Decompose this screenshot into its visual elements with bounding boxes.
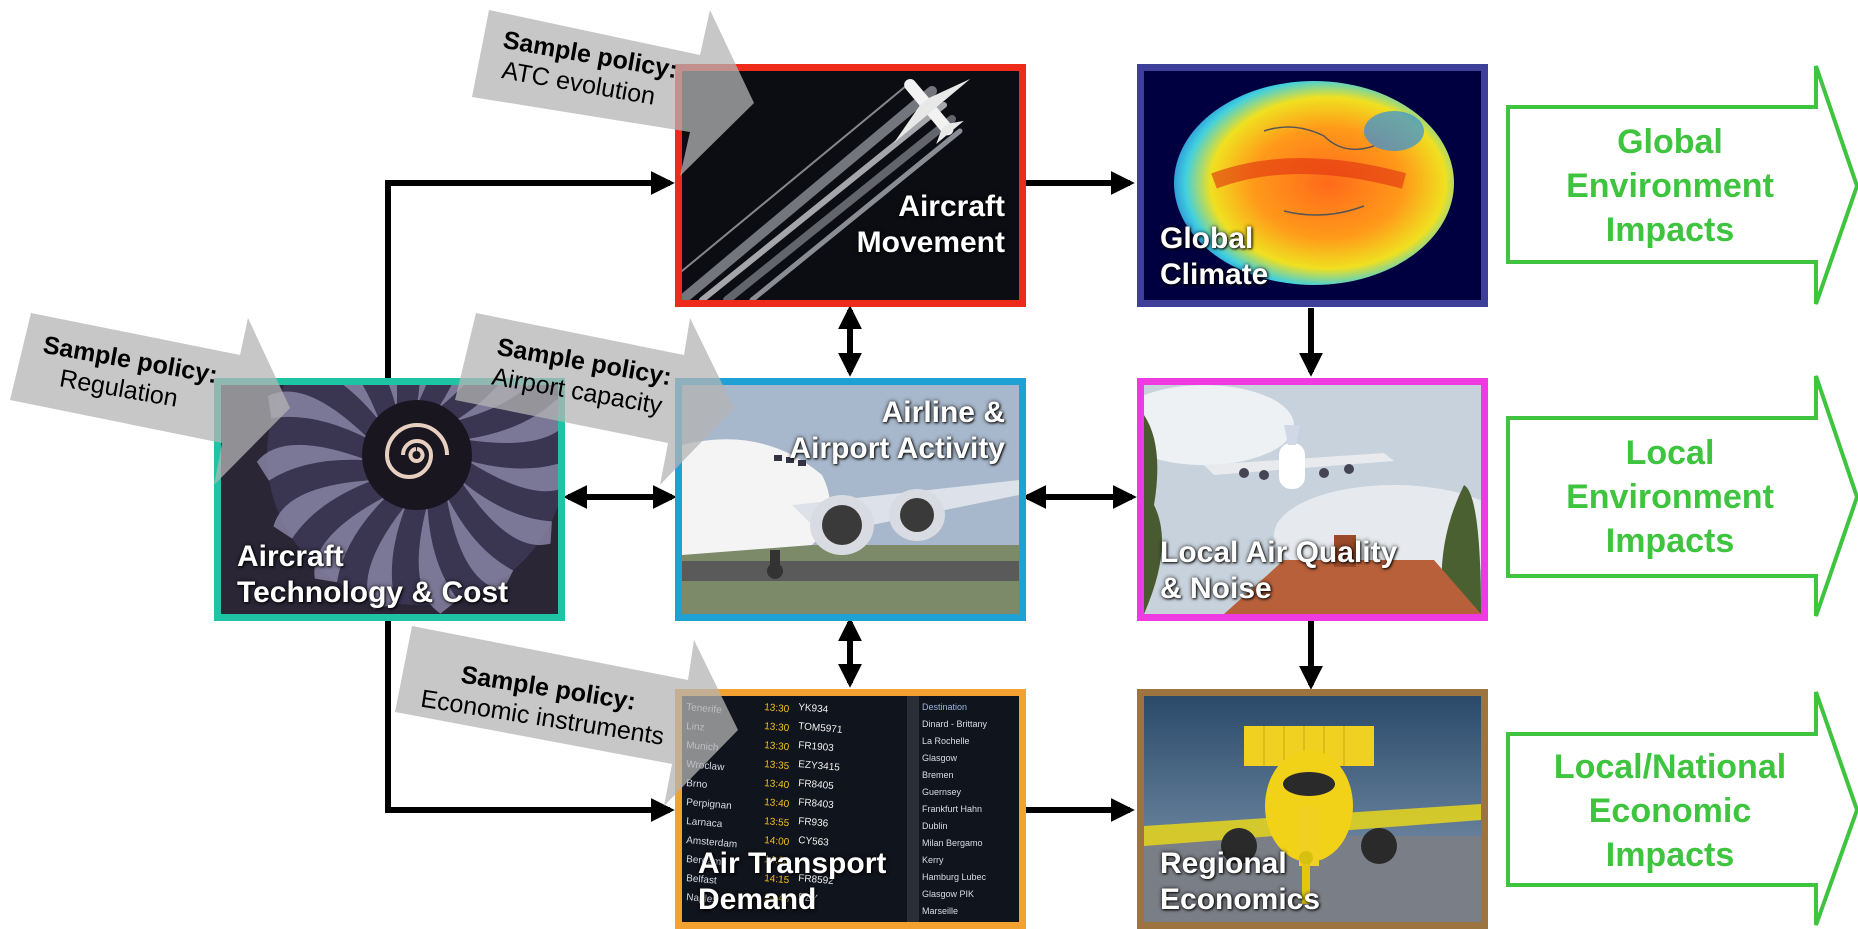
box-airline-airport: Airline & Airport Activity	[675, 378, 1026, 621]
label-air-transport-demand: Air Transport Demand	[698, 847, 887, 916]
arrow-tech-to-demand	[385, 618, 675, 822]
a380-image	[682, 385, 1019, 614]
board-cell: 14:15	[764, 873, 790, 886]
box-aircraft-technology: Aircraft Technology & Cost	[214, 378, 565, 621]
label-regional-economics: Regional Economics	[1160, 847, 1321, 916]
board-cell: 13:55	[764, 816, 790, 829]
board-cell: Naples	[686, 892, 718, 906]
fan-image	[221, 385, 558, 614]
label-aircraft-technology: Aircraft Technology & Cost	[237, 540, 509, 609]
label-local-air-quality: Local Air Quality & Noise	[1160, 536, 1398, 605]
board-cell: La Rochelle	[922, 736, 970, 746]
board-cell: Perpignan	[686, 797, 732, 812]
impact-economic-text: Local/National Economic Impacts	[1553, 748, 1787, 874]
policy-arrow-atc	[472, 10, 754, 176]
arrow-tech-to-movement	[385, 171, 675, 378]
board-cell: Destination	[922, 702, 967, 712]
board-cell: 13:40	[764, 778, 790, 791]
board-cell: Hamburg Lubec	[922, 872, 987, 882]
board-cell: Kerry	[922, 855, 944, 865]
departures-board-image: Tenerife13:30YK934Linz13:30TOM5971Munich…	[682, 696, 1019, 922]
board-cell: Dinard - Brittany	[922, 719, 988, 729]
board-cell: Bergamo	[686, 854, 728, 869]
globe-image	[1144, 71, 1481, 300]
impact-global-text: Global Environment Impacts	[1566, 123, 1774, 249]
board-cell: 13:35	[764, 759, 790, 772]
board-cell: Bremen	[922, 770, 954, 780]
box-air-transport-demand: Tenerife13:30YK934Linz13:30TOM5971Munich…	[675, 689, 1026, 929]
impact-arrow-global	[1506, 65, 1858, 305]
impact-local-text: Local Environment Impacts	[1566, 434, 1774, 560]
board-cell: FR8592	[798, 873, 835, 887]
impact-arrow-economic	[1506, 691, 1858, 926]
plane-icon	[893, 78, 971, 145]
board-cell: Glasgow PIK	[922, 889, 974, 899]
label-airline-airport: Airline & Airport Activity	[789, 396, 1005, 465]
label-global-climate: Global Climate	[1160, 222, 1269, 291]
label-aircraft-movement: Aircraft Movement	[856, 190, 1005, 259]
board-cell: Brno	[686, 778, 708, 791]
board-cell: Larnaca	[686, 816, 723, 830]
policy-arrow-economic	[395, 626, 738, 806]
board-cell: Milan Bergamo	[922, 838, 983, 848]
cargo-plane-image	[1144, 696, 1481, 922]
plane-icon	[1204, 425, 1394, 489]
board-cell: EZY	[798, 892, 819, 905]
board-cell: 13:40	[764, 797, 790, 810]
board-cell: 13:30	[764, 740, 790, 753]
box-global-climate: Global Climate	[1137, 64, 1488, 307]
box-regional-economics: Regional Economics	[1137, 689, 1488, 929]
board-cell: 14:10	[764, 854, 790, 867]
board-cell: TOM5971	[798, 721, 844, 736]
landing-747-image	[1144, 385, 1481, 614]
board-cell: FR1903	[798, 740, 835, 754]
board-cell: 13:30	[764, 702, 790, 715]
board-cell: Dublin	[922, 821, 948, 831]
board-cell: EZY3415	[798, 759, 841, 774]
impact-arrow-local	[1506, 375, 1858, 617]
board-cell: 14:45	[764, 892, 790, 905]
board-cell: Guernsey	[922, 787, 962, 797]
box-local-air-quality: Local Air Quality & Noise	[1137, 378, 1488, 621]
board-cell: Frankfurt Hahn	[922, 804, 982, 814]
policy-arrow-airport	[455, 313, 734, 485]
board-cell: YK934	[798, 702, 829, 716]
board-cell: FR936	[798, 816, 829, 830]
board-cell: Belfast	[686, 873, 718, 887]
box-aircraft-movement: Aircraft Movement	[675, 64, 1026, 307]
board-cell: FR8405	[798, 778, 835, 792]
board-cell: Glasgow	[922, 753, 958, 763]
board-cell: Amsterdam	[686, 835, 738, 850]
board-cell: FR8403	[798, 797, 835, 811]
board-cell: 13:30	[764, 721, 790, 734]
board-cell: 14:00	[764, 835, 790, 848]
board-cell: CY563	[798, 835, 830, 849]
board-cell: Marseille	[922, 906, 958, 916]
policy-arrow-regulation	[10, 313, 290, 485]
